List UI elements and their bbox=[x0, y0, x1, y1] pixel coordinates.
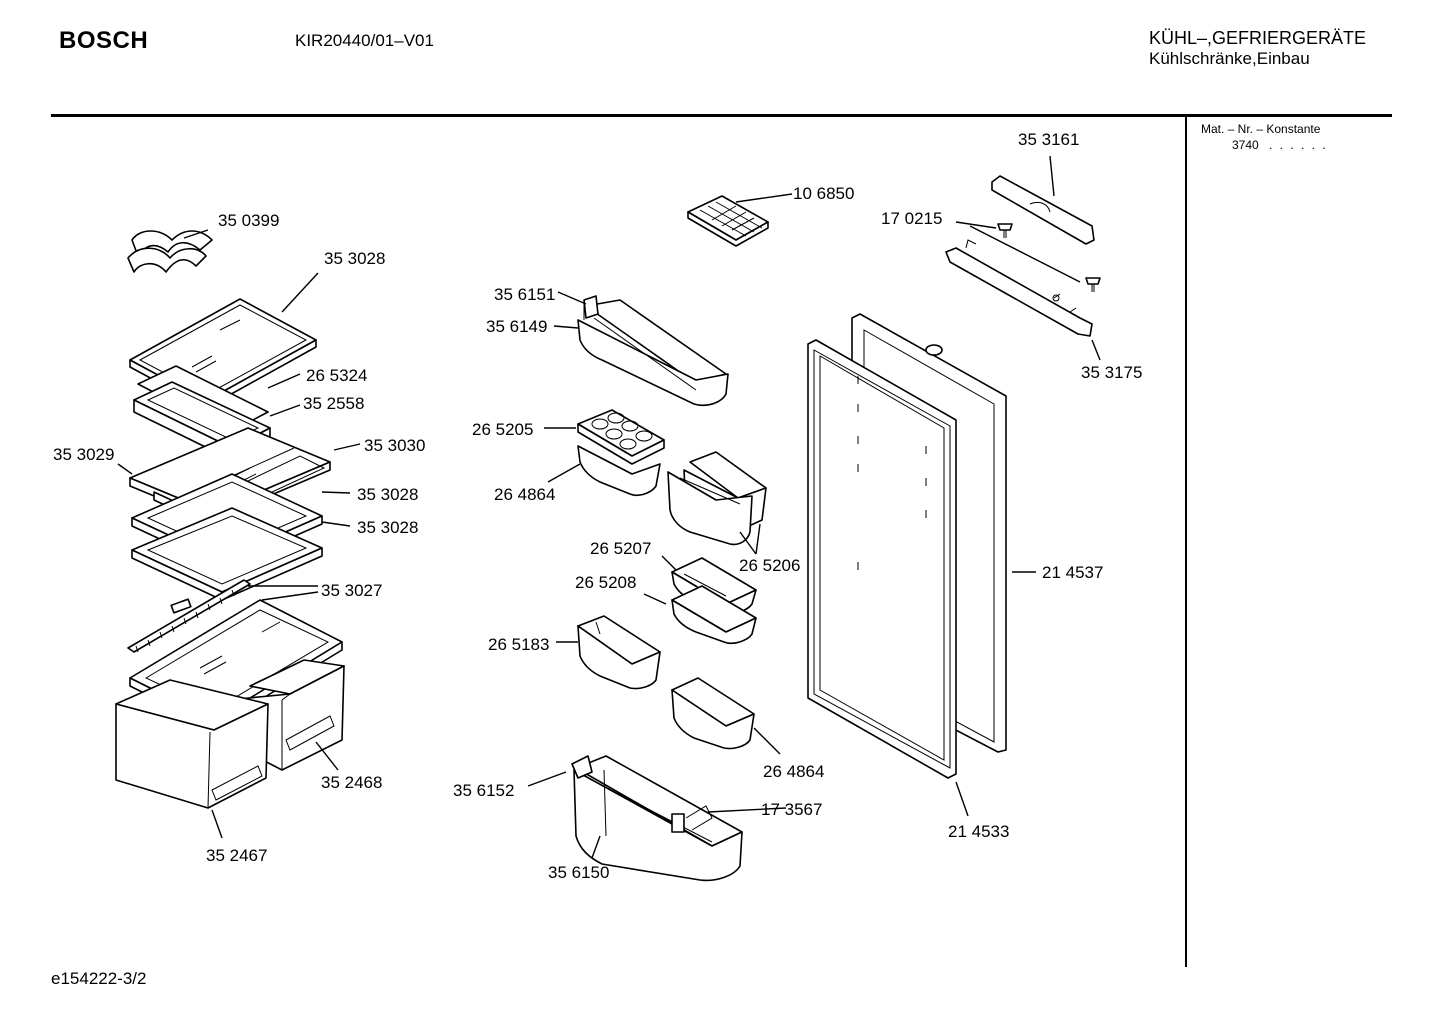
part-label-356152: 35 6152 bbox=[453, 781, 514, 800]
part-label-106850: 10 6850 bbox=[793, 184, 854, 203]
part-label-265205: 26 5205 bbox=[472, 420, 533, 439]
door-rack-bottom bbox=[571, 755, 743, 882]
shelf-frame-stack bbox=[133, 365, 271, 461]
part-label-352558: 35 2558 bbox=[303, 394, 364, 413]
part-label-173567: 17 3567 bbox=[761, 800, 822, 819]
part-label-353027: 35 3027 bbox=[321, 581, 382, 600]
crisper-drawer-left bbox=[115, 679, 269, 809]
part-labels: 35 0399 35 3028 26 5324 35 2558 35 3029 … bbox=[53, 130, 1142, 882]
part-label-352467: 35 2467 bbox=[206, 846, 267, 865]
material-constant-heading: Mat. – Nr. – Konstante bbox=[1201, 122, 1321, 136]
part-label-356149: 35 6149 bbox=[486, 317, 547, 336]
leader-lines bbox=[117, 155, 1101, 859]
model-number: KIR20440/01–V01 bbox=[295, 31, 434, 50]
drawing-code: e154222-3/2 bbox=[51, 969, 147, 988]
bottle-rack-clip bbox=[127, 230, 213, 273]
part-label-353030: 35 3030 bbox=[364, 436, 425, 455]
egg-tray bbox=[577, 409, 665, 465]
part-label-352468: 35 2468 bbox=[321, 773, 382, 792]
part-label-265183: 26 5183 bbox=[488, 635, 549, 654]
category-subtitle: Kühlschränke,Einbau bbox=[1149, 49, 1310, 68]
door-rack-mid-b bbox=[671, 585, 757, 645]
door-rack-small-a bbox=[577, 445, 661, 497]
part-label-353028-b: 35 3028 bbox=[357, 485, 418, 504]
category-title: KÜHL–,GEFRIERGERÄTE bbox=[1149, 28, 1367, 48]
part-label-353028-a: 35 3028 bbox=[324, 249, 385, 268]
door-rack-top bbox=[577, 295, 729, 407]
door-rack-small-c bbox=[671, 677, 755, 750]
part-label-265207: 26 5207 bbox=[590, 539, 651, 558]
bottle-holder-tall bbox=[667, 451, 767, 546]
part-label-350399: 35 0399 bbox=[218, 211, 279, 230]
screw-a bbox=[997, 223, 1013, 238]
header-divider bbox=[51, 114, 1392, 117]
material-constant-value: 3740 bbox=[1232, 138, 1259, 152]
part-label-353175: 35 3175 bbox=[1081, 363, 1142, 382]
part-label-170215: 17 0215 bbox=[881, 209, 942, 228]
door-rack-small-b bbox=[577, 615, 661, 690]
material-constant-dots: . . . . . . bbox=[1269, 138, 1328, 152]
part-label-356151: 35 6151 bbox=[494, 285, 555, 304]
part-label-265324: 26 5324 bbox=[306, 366, 367, 385]
hinge-cover bbox=[991, 175, 1095, 245]
brand-logo: BOSCH bbox=[59, 27, 149, 54]
egg-tray-small bbox=[687, 195, 769, 247]
part-label-356150: 35 6150 bbox=[548, 863, 609, 882]
door-gasket bbox=[807, 339, 957, 779]
sidebar-divider bbox=[1185, 116, 1187, 967]
part-label-265208: 26 5208 bbox=[575, 573, 636, 592]
part-label-353028-c: 35 3028 bbox=[357, 518, 418, 537]
part-label-353029: 35 3029 bbox=[53, 445, 114, 464]
screw-b bbox=[1085, 277, 1101, 292]
part-label-214537: 21 4537 bbox=[1042, 563, 1103, 582]
part-label-264864-a: 26 4864 bbox=[494, 485, 555, 504]
part-label-214533: 21 4533 bbox=[948, 822, 1009, 841]
hinge-bracket bbox=[945, 239, 1093, 337]
part-label-264864-b: 26 4864 bbox=[763, 762, 824, 781]
part-label-265206: 26 5206 bbox=[739, 556, 800, 575]
part-label-353161: 35 3161 bbox=[1018, 130, 1079, 149]
